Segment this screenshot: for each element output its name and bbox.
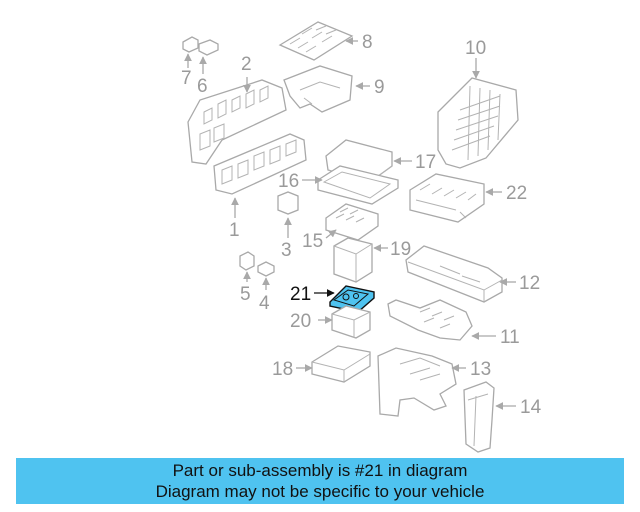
part-16-tray	[317, 165, 399, 205]
part-19-relay-box	[333, 237, 373, 283]
callout-6: 6	[197, 76, 208, 97]
info-banner: Part or sub-assembly is #21 in diagram D…	[16, 458, 624, 504]
callout-16: 16	[278, 171, 299, 192]
callout-5: 5	[240, 284, 251, 305]
part-13-bracket	[377, 347, 457, 417]
callout-21: 21	[290, 284, 311, 305]
callout-18: 18	[272, 359, 293, 380]
part-12-module	[405, 245, 503, 303]
part-2-relay-panel	[187, 79, 287, 165]
leader-15	[325, 229, 337, 239]
part-10-cover	[437, 77, 519, 169]
part-5-connector	[239, 251, 255, 271]
banner-line-1: Part or sub-assembly is #21 in diagram	[172, 461, 468, 480]
part-4-connector	[257, 261, 275, 277]
callout-7: 7	[181, 68, 192, 89]
callout-11: 11	[500, 327, 520, 348]
callout-12: 12	[519, 273, 540, 294]
part-20-relay	[331, 305, 371, 339]
callout-19: 19	[390, 239, 411, 260]
callout-10: 10	[465, 38, 486, 59]
banner-line-2: Diagram may not be specific to your vehi…	[155, 482, 485, 501]
callout-17: 17	[415, 152, 436, 173]
part-22-junction-box	[409, 173, 485, 223]
callout-14: 14	[520, 397, 542, 418]
parts-diagram: 7 6 2 8 9 10 17 16 22 1 3 15 19 12 5 4 2…	[181, 21, 542, 453]
callout-1: 1	[229, 220, 240, 241]
part-21-highlighted	[329, 285, 375, 313]
callout-15: 15	[302, 231, 323, 252]
part-14-duct	[463, 381, 495, 453]
callout-20: 20	[290, 311, 311, 332]
part-6-clip	[198, 39, 219, 56]
callout-22: 22	[506, 183, 527, 204]
callout-13: 13	[470, 359, 491, 380]
part-9-cover	[283, 65, 353, 113]
callout-9: 9	[374, 77, 385, 98]
part-3-relay	[277, 191, 299, 215]
callout-3: 3	[281, 240, 292, 261]
part-15-fuse-box	[325, 203, 379, 241]
callout-2: 2	[241, 54, 252, 75]
callout-8: 8	[362, 32, 373, 53]
part-1-fuse-block	[213, 133, 307, 195]
part-8-fuse-tray	[278, 21, 354, 61]
part-18-block	[311, 345, 371, 383]
part-11-bracket	[387, 299, 473, 341]
part-7-clip	[182, 36, 199, 53]
callout-4: 4	[259, 293, 270, 314]
